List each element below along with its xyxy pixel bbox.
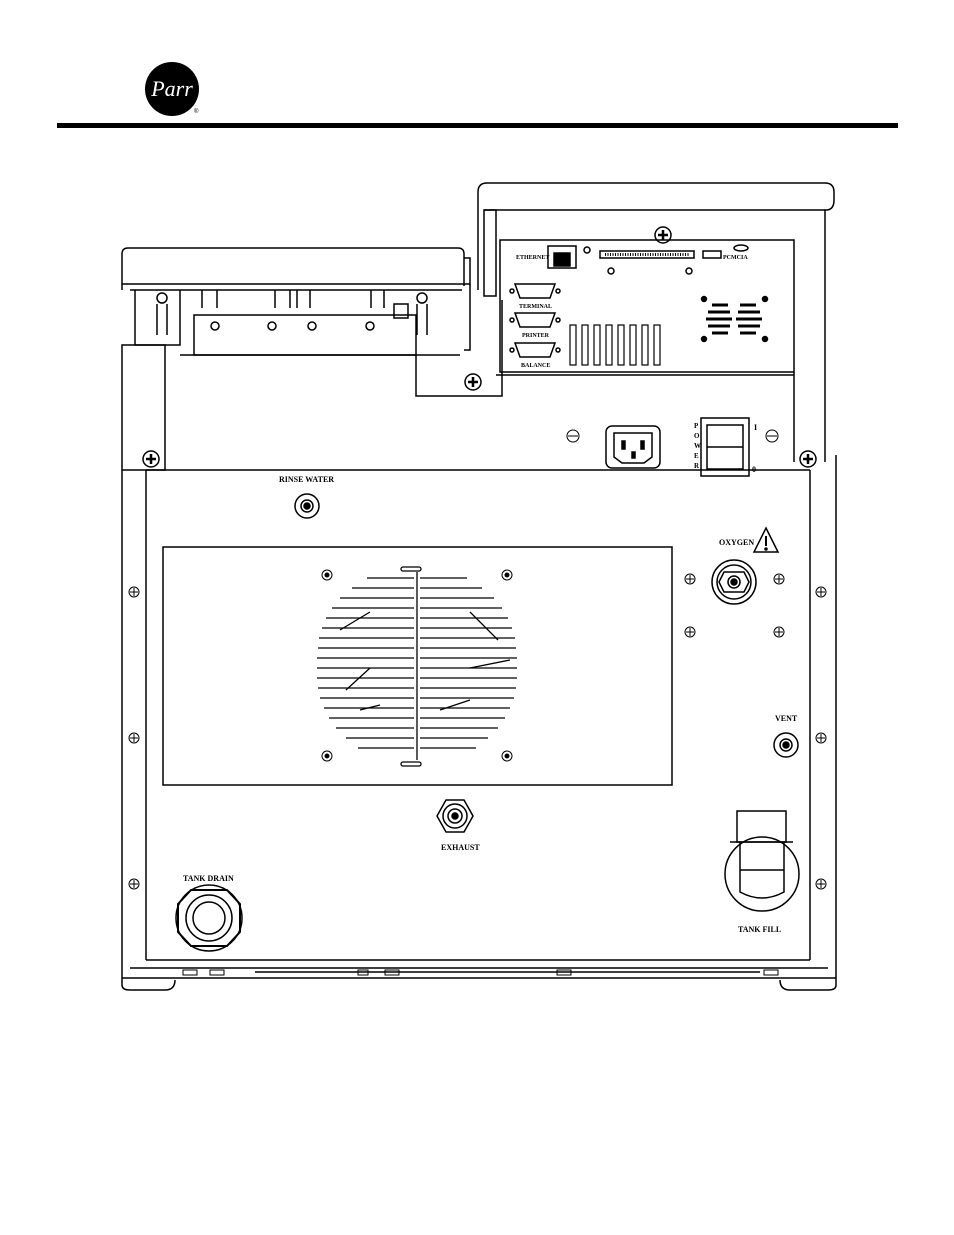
vent-fitting[interactable] xyxy=(773,732,799,758)
logo-registered-mark: ® xyxy=(194,108,199,115)
screw-top-electronics xyxy=(654,226,672,244)
switch-on-label: I xyxy=(754,423,757,432)
tank-drain-fitting[interactable] xyxy=(175,884,243,952)
power-inlet[interactable] xyxy=(605,425,661,469)
power-switch[interactable] xyxy=(700,417,750,477)
oxygen-label: OXYGEN xyxy=(719,538,754,547)
side-screws xyxy=(128,586,827,890)
base-feet xyxy=(182,969,779,976)
printer-port[interactable] xyxy=(509,312,561,328)
rinse-water-label: RINSE WATER xyxy=(279,475,334,484)
power-letter: W xyxy=(694,442,701,450)
oxygen-screws xyxy=(684,573,785,638)
tank-drain-label: TANK DRAIN xyxy=(183,874,234,883)
exhaust-fitting[interactable] xyxy=(436,799,474,833)
fan-grille xyxy=(317,566,517,767)
screw-left-housing xyxy=(464,373,482,391)
screw-body-right xyxy=(799,450,817,468)
power-letter: E xyxy=(694,452,699,460)
balance-port[interactable] xyxy=(509,342,561,358)
power-letter: P xyxy=(694,422,699,430)
balance-label: BALANCE xyxy=(521,363,550,369)
switch-off-label: 0 xyxy=(752,465,756,474)
oxygen-fitting[interactable] xyxy=(711,559,757,605)
pcmcia-slot[interactable] xyxy=(599,244,749,259)
ethernet-port[interactable] xyxy=(547,245,577,269)
left-top-housing xyxy=(121,247,503,471)
header-rule xyxy=(57,123,898,128)
screw-inlet-left xyxy=(566,429,580,443)
main-body xyxy=(121,455,837,991)
exhaust-label: EXHAUST xyxy=(441,843,480,852)
parr-logo: Parr ® xyxy=(145,62,199,116)
ethernet-label: ETHERNET xyxy=(516,255,549,261)
power-letter: R xyxy=(694,462,700,470)
logo-text: Parr xyxy=(150,76,193,101)
printer-label: PRINTER xyxy=(522,333,550,339)
electronics-fan-grille xyxy=(700,295,769,343)
electronics-housing xyxy=(477,182,835,462)
tank-fill-label: TANK FILL xyxy=(738,925,781,934)
pcmcia-label: PCMCIA xyxy=(723,255,748,261)
electronics-vent-slots xyxy=(569,324,661,366)
screw-inlet-right xyxy=(765,429,779,443)
screw-body-left xyxy=(142,450,160,468)
fan-plate xyxy=(162,546,673,786)
terminal-port[interactable] xyxy=(509,283,561,299)
power-letter: O xyxy=(694,432,700,440)
tank-fill-fitting[interactable] xyxy=(724,810,800,912)
rinse-water-fitting[interactable] xyxy=(294,493,320,519)
warning-triangle-icon xyxy=(752,526,780,553)
terminal-label: TERMINAL xyxy=(519,304,552,310)
vent-label: VENT xyxy=(775,714,798,723)
